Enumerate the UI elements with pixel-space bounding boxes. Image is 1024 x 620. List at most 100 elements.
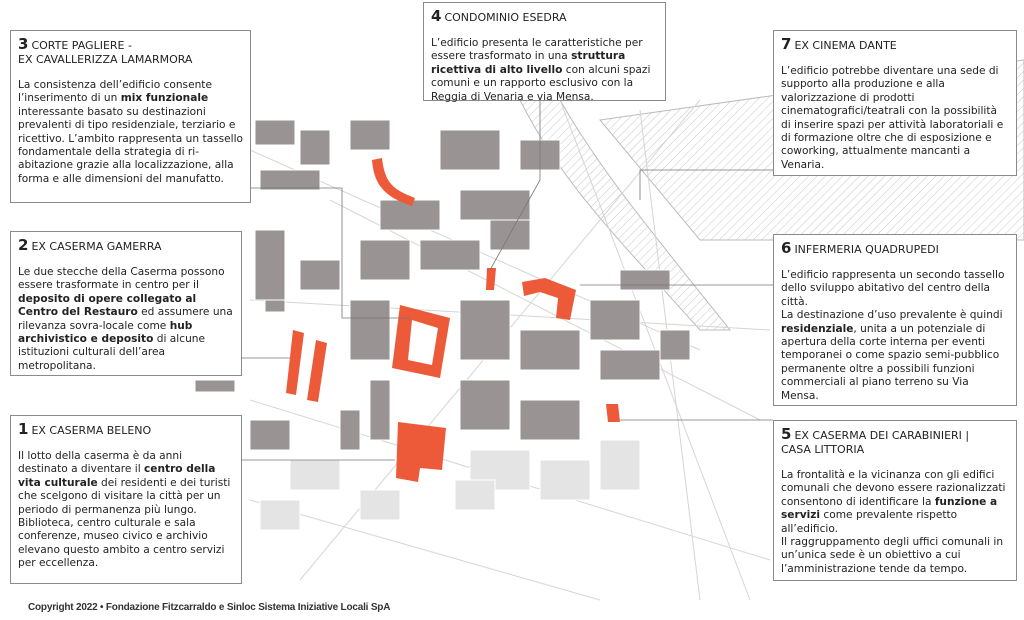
building-block [539, 459, 591, 501]
box-number: 2 [18, 236, 29, 254]
building-block [249, 419, 291, 451]
box-body: L’edificio rappresenta un secondo tassel… [781, 269, 1009, 403]
box-body-text: L’edificio rappresenta un secondo tassel… [781, 269, 1005, 322]
box-body-text: di alcune istituzioni culturali dell’are… [18, 333, 206, 372]
building-block [349, 299, 391, 361]
box-title-line: EX CAVALLERIZZA LAMARMORA [18, 53, 193, 66]
box-number: 5 [781, 425, 792, 443]
box-title-line: EX CASERMA BELENO [31, 424, 152, 437]
building-block [454, 479, 496, 511]
box-body: La consistenza dell’edificio consente l’… [18, 79, 243, 186]
box-title-line: EX CASERMA DEI CARABINIERI | [794, 429, 970, 442]
building-block [489, 219, 531, 251]
box-body-text: dei residenti e dei turisti che scelgono… [18, 476, 231, 570]
building-block [289, 459, 341, 491]
building-block [459, 189, 531, 221]
box-number: 6 [781, 239, 792, 257]
building-block [369, 379, 391, 441]
box-number: 7 [781, 35, 792, 53]
box-body-text: La frontalità e la vicinanza con gli edi… [781, 469, 1006, 508]
box-body-text: Il lotto della caserma è da anni destina… [18, 450, 183, 476]
building-block [589, 299, 641, 341]
building-block [619, 269, 671, 291]
building-3 [372, 158, 415, 206]
box-body-text: interessante basato su destinazioni prev… [18, 105, 244, 185]
building-block [299, 129, 331, 166]
box-body-highlight: struttura ricettiva di alto livello [431, 50, 626, 76]
box-body-highlight: centro della vita culturale [18, 463, 216, 489]
box-title-line: CASA LITTORIA [781, 443, 865, 456]
building-2a [286, 330, 304, 395]
box-title-line: EX CINEMA DANTE [794, 39, 897, 52]
building-4-restauro [392, 305, 450, 378]
building-5 [606, 404, 620, 422]
box-body-text: ed assumere una rilevanza sovra-locale c… [18, 306, 233, 332]
copyright-text: Copyright 2022 • Fondazione Fitzcarraldo… [28, 602, 391, 613]
building-block [439, 129, 501, 171]
box-title-line: CORTE PAGLIERE - [31, 39, 132, 52]
box-body-text: L’edificio presenta le caratteristiche p… [431, 37, 643, 63]
building-block [359, 239, 411, 281]
building-6 [522, 278, 576, 320]
building-block [459, 299, 511, 361]
building-block [254, 229, 286, 301]
building-block [519, 399, 581, 441]
box-title-line: CONDOMINIO ESEDRA [444, 11, 567, 24]
building-2b [307, 340, 327, 402]
building-block [194, 379, 236, 393]
building-block [299, 259, 341, 291]
building-block [259, 499, 301, 531]
building-block [599, 439, 641, 491]
box-body: La frontalità e la vicinanza con gli edi… [781, 469, 1009, 576]
box-body-text: Le due stecche della Caserma possono ess… [18, 266, 225, 292]
building-block [259, 169, 321, 191]
building-block [254, 119, 296, 146]
box-body-text: come prevalente rispetto all’edificio. I… [781, 509, 1004, 575]
box-body-highlight: residenziale [781, 322, 854, 335]
box-body-text: L’edificio potrebbe diventare una sede d… [781, 65, 1004, 171]
building-1 [396, 422, 446, 482]
box-body: L’edificio potrebbe diventare una sede d… [781, 65, 1009, 172]
building-block [264, 299, 286, 313]
building-block [459, 379, 511, 431]
building-block [519, 329, 581, 371]
highlighted-buildings [286, 158, 620, 482]
box-number: 3 [18, 35, 29, 53]
building-block [339, 409, 361, 451]
box-title-line: INFERMERIA QUADRUPEDI [794, 243, 939, 256]
box-body-highlight: deposito di opere collegato al Centro de… [18, 292, 197, 319]
box-body: Le due stecche della Caserma possono ess… [18, 266, 234, 373]
box-body: L’edificio presenta le caratteristiche p… [431, 37, 658, 104]
box-body-text: con alcuni spazi comuni e un rapporto es… [431, 63, 651, 103]
building-block [359, 489, 401, 521]
box-body-highlight: mix funzionale [120, 92, 209, 105]
box-body-text: La consistenza dell’edificio consente l’… [18, 79, 212, 105]
box-body-text: , unita a un potenziale di apertura dell… [781, 322, 1000, 402]
box-number: 1 [18, 420, 29, 438]
connector-lines [241, 100, 773, 461]
building-block [349, 119, 391, 151]
building-block [599, 349, 661, 381]
building-block [419, 239, 481, 271]
building-7 [486, 268, 496, 290]
box-body-highlight: hub archivistico e deposito [18, 319, 193, 346]
box-body: Il lotto della caserma è da anni destina… [18, 450, 234, 571]
building-blocks [194, 119, 691, 531]
building-block [659, 329, 691, 361]
box-title-line: EX CASERMA GAMERRA [31, 240, 162, 253]
